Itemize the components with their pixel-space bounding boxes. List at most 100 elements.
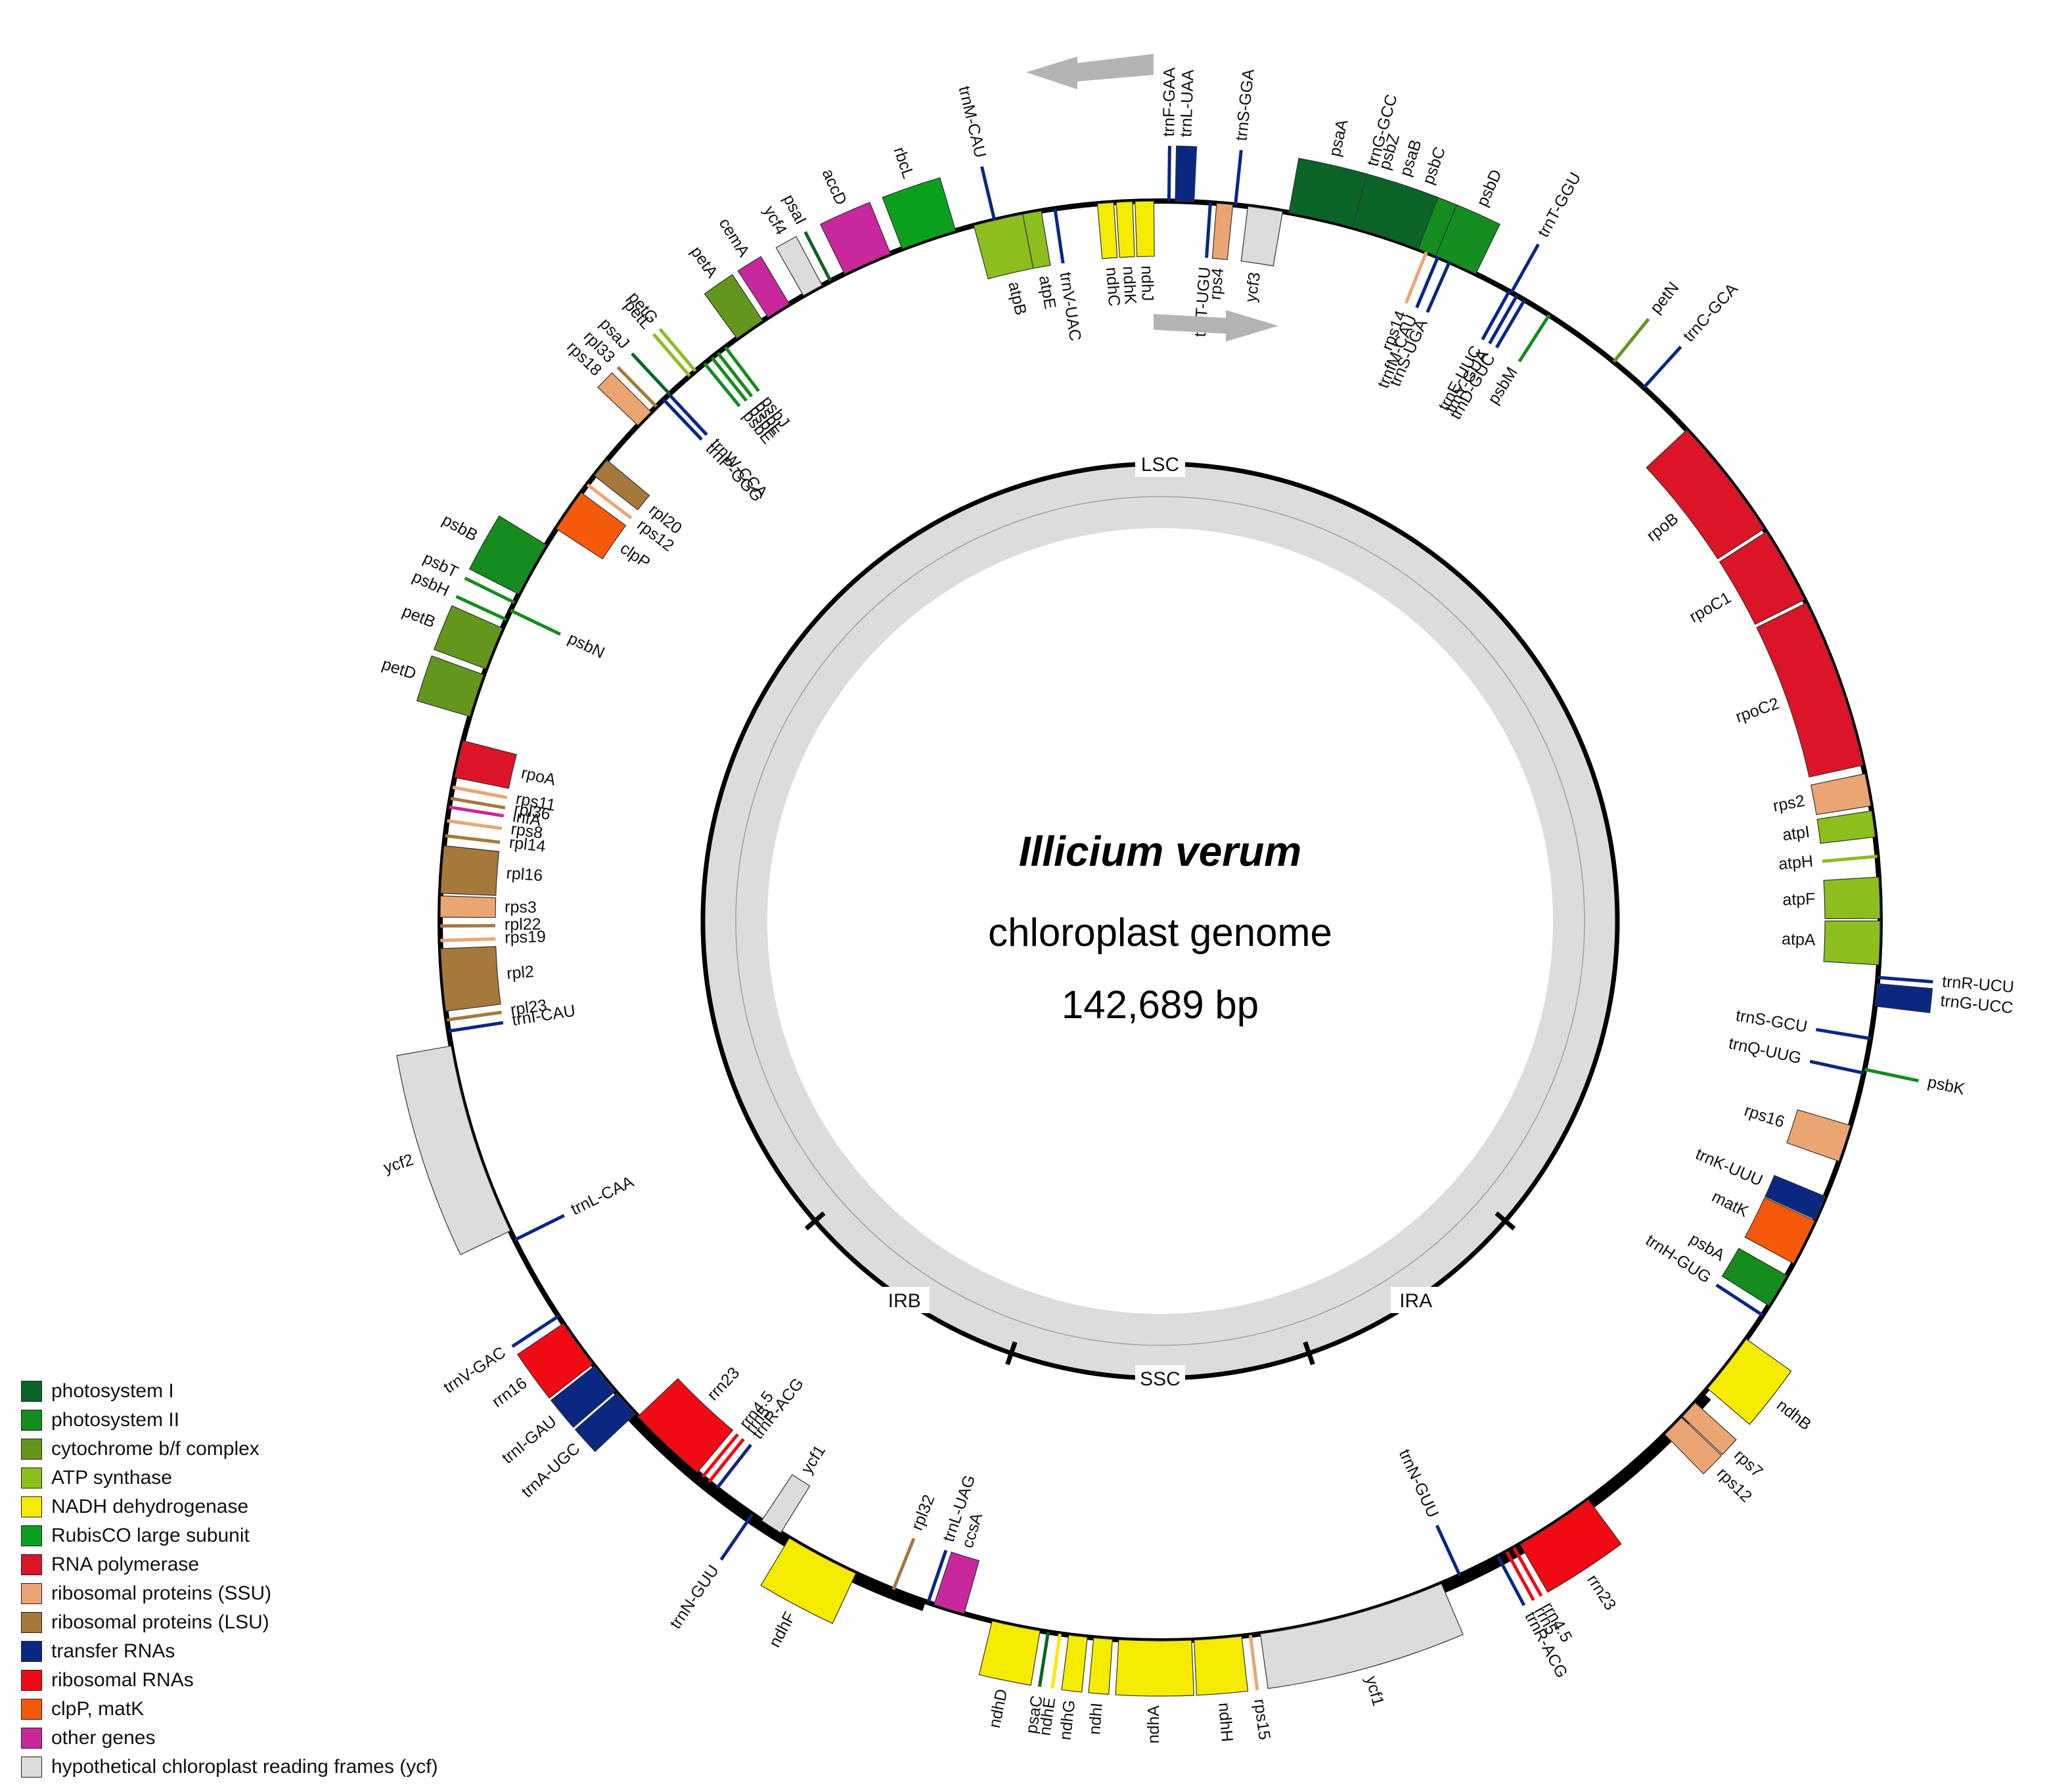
gene-label: trnN-GUU	[666, 1561, 723, 1632]
gene-clpP	[555, 492, 627, 560]
gene-label: rrn23	[704, 1364, 743, 1404]
gene-rrn5	[708, 1438, 745, 1483]
gene-psbK	[1864, 1067, 1920, 1083]
legend-label: ATP synthase	[51, 1467, 172, 1489]
gene-petA	[704, 274, 763, 340]
gene-label: psbN	[565, 629, 608, 662]
gene-ndhI	[1088, 1637, 1113, 1695]
gene-psbT	[464, 576, 516, 604]
gene-atpA	[1823, 920, 1881, 966]
gene-ndhD	[978, 1620, 1041, 1686]
legend-label: ribosomal proteins (LSU)	[51, 1611, 269, 1633]
gene-rpl2	[440, 946, 501, 1012]
gene-label: rpoB	[1643, 509, 1682, 545]
legend-swatch	[21, 1525, 42, 1546]
gene-rpoC2	[1756, 602, 1864, 778]
gene-label: ndhD	[985, 1688, 1011, 1730]
gene-label: trnN-GUU	[1395, 1446, 1443, 1521]
genome-subtitle: chloroplast genome	[988, 910, 1332, 954]
legend-item: RNA polymerase	[21, 1550, 438, 1579]
gene-rps12	[1664, 1416, 1722, 1475]
gene-trnS-GCU	[1816, 1027, 1871, 1041]
inverted-repeat-arc	[609, 1392, 927, 1611]
legend-item: photosystem I	[21, 1377, 438, 1406]
gene-ndhF	[760, 1537, 857, 1624]
gene-trnM-CAU	[980, 166, 997, 221]
gene-label: rps2	[1772, 792, 1807, 815]
gene-rps7	[1682, 1402, 1737, 1456]
gene-label: ndhH	[1215, 1702, 1236, 1743]
gene-ndhE	[1050, 1633, 1062, 1689]
legend-swatch	[21, 1699, 42, 1720]
gene-rpoB	[1646, 429, 1765, 560]
region-label: LSC	[1141, 454, 1179, 476]
gene-psbE	[703, 362, 741, 407]
region-label-bg	[1135, 451, 1185, 477]
gene-label: psbB	[439, 510, 480, 545]
region-label: SSC	[1140, 1368, 1181, 1390]
gene-label: atpE	[1035, 274, 1060, 311]
gene-trnR-ACG	[715, 1443, 752, 1490]
gene-rrn4.5	[1512, 1547, 1543, 1597]
gene-trnL-UAA	[1175, 145, 1198, 202]
gene-atpE	[1022, 210, 1051, 269]
region-boundary-tick	[1303, 1341, 1315, 1366]
gene-rps19	[440, 937, 496, 943]
gene-label: ycf1	[798, 1442, 829, 1477]
legend-label: cytochrome b/f complex	[51, 1438, 259, 1460]
gene-ndhC	[1096, 202, 1118, 259]
region-label-bg	[1135, 1365, 1185, 1391]
region-label-bg	[1391, 1287, 1441, 1314]
region-boundary-tick	[1005, 1341, 1018, 1366]
gene-label: trnM-CAU	[955, 84, 989, 160]
gene-label: trnC-GCA	[1680, 280, 1742, 346]
gene-label: atpB	[1004, 280, 1030, 317]
gene-petD	[416, 655, 484, 717]
gene-rrn23	[637, 1378, 734, 1473]
gene-atpI	[1816, 810, 1876, 844]
gene-psbA	[1721, 1247, 1788, 1307]
gene-psaB	[1352, 173, 1439, 250]
gene-label: atpA	[1782, 930, 1816, 950]
gene-label: infA	[512, 807, 543, 830]
gene-ndhB	[1707, 1338, 1792, 1425]
gene-trnI-CAU	[448, 1021, 504, 1033]
gene-accD	[819, 202, 891, 275]
gene-label: rpoC2	[1733, 694, 1782, 727]
gene-ycf1	[761, 1474, 811, 1534]
gene-rrn23	[1519, 1499, 1622, 1593]
legend-item: RubisCO large subunit	[21, 1521, 438, 1550]
gene-trnV-UAC	[1053, 208, 1065, 264]
gene-label: ndhI	[1085, 1702, 1106, 1736]
legend-item: cytochrome b/f complex	[21, 1435, 438, 1464]
legend-swatch	[21, 1641, 42, 1662]
gene-ndhG	[1061, 1634, 1088, 1693]
legend-swatch	[21, 1612, 42, 1633]
gene-label: rps15	[1250, 1698, 1274, 1741]
gene-ndhA	[1115, 1639, 1195, 1697]
gene-label: rps4	[1206, 267, 1227, 301]
gene-trnT-UGU	[1205, 202, 1212, 258]
region-label-bg	[879, 1287, 930, 1314]
gene-trnI-GAU	[550, 1365, 616, 1428]
legend-swatch	[21, 1381, 42, 1402]
legend-swatch	[21, 1728, 42, 1749]
gene-label: trnL-UAA	[1177, 69, 1197, 137]
gene-trnR-UCU	[1878, 975, 1933, 984]
gene-psbJ	[724, 346, 760, 392]
gene-label: rps19	[505, 928, 546, 947]
gene-infA	[449, 805, 505, 818]
gene-trnA-UGC	[574, 1393, 636, 1452]
gene-label: ycf3	[1242, 271, 1264, 303]
gene-label: trnK-UUU	[1693, 1145, 1766, 1190]
legend-label: transfer RNAs	[51, 1640, 175, 1662]
gene-label: rpoC1	[1686, 589, 1734, 627]
gene-psbF	[710, 356, 748, 402]
gene-trnL-UAG	[926, 1550, 948, 1603]
gene-rpl33	[616, 366, 658, 408]
gene-trnE-UUC	[1481, 290, 1511, 341]
legend-label: ribosomal proteins (SSU)	[51, 1582, 272, 1604]
legend-item: photosystem II	[21, 1406, 438, 1435]
gene-label: rpl22	[505, 915, 541, 933]
gene-label: petB	[400, 602, 438, 631]
